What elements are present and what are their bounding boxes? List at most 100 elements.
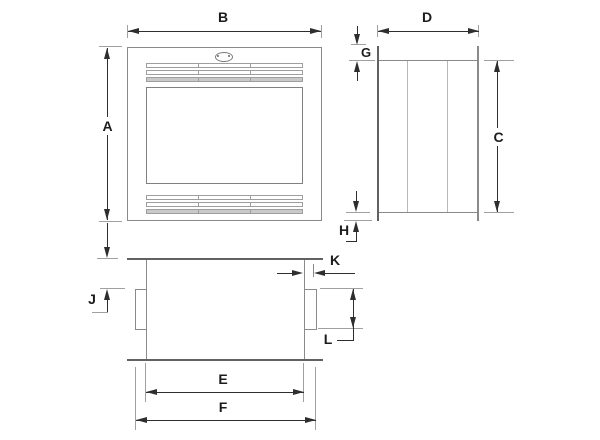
side-panel-line <box>407 61 408 212</box>
dim-j-tick-lower <box>100 288 125 289</box>
control-ellipse <box>215 52 233 62</box>
dim-label-F: F <box>218 399 228 415</box>
dim-label-L: L <box>323 331 333 347</box>
dim-e-arrow-right <box>293 389 304 395</box>
dim-label-H: H <box>338 222 350 238</box>
louver-divider <box>198 78 199 81</box>
dim-g-shaft-top <box>357 26 358 35</box>
dim-k-tick <box>313 264 314 277</box>
dim-c-arrow-up <box>494 61 500 72</box>
dim-j-shaft-top <box>107 223 108 248</box>
dim-a-tick-bottom <box>99 221 122 222</box>
dim-b-tick-left <box>127 25 128 38</box>
dim-b-line <box>128 31 321 32</box>
dim-g-tick-upper <box>351 44 366 45</box>
dim-j-leader <box>92 312 108 313</box>
dim-k-line-left <box>277 273 293 274</box>
dim-b-arrow-right <box>310 28 321 34</box>
side-flange-right <box>477 46 479 221</box>
dim-h-arrow-up <box>353 221 359 232</box>
dim-h-shaft-top <box>356 191 357 202</box>
louver-divider <box>250 203 251 206</box>
dim-label-D: D <box>421 9 433 25</box>
louver-divider <box>198 210 199 213</box>
dim-a-tick-top <box>99 46 122 47</box>
dim-label-J: J <box>88 291 96 307</box>
dim-j-tick-upper <box>97 258 118 259</box>
dim-g-arrow-up <box>354 61 360 72</box>
louver-divider <box>250 210 251 213</box>
louver-divider <box>250 196 251 199</box>
louver-divider <box>198 196 199 199</box>
dim-e-arrow-left <box>146 389 157 395</box>
dim-h-tick-upper <box>346 212 370 213</box>
dim-f-ext-right <box>315 367 316 430</box>
side-panel-line <box>447 61 448 212</box>
louver-divider <box>250 78 251 81</box>
side-flange-left <box>377 46 379 221</box>
dim-h-leader <box>346 241 357 242</box>
dim-b-tick-right <box>321 25 322 38</box>
dim-l-line <box>353 289 354 341</box>
louver-row <box>146 63 303 68</box>
dim-h-tick-lower <box>344 220 372 221</box>
dim-g-arrow-down <box>354 34 360 45</box>
dim-f-ext-left <box>135 367 136 430</box>
dim-k-line-right <box>325 273 355 274</box>
dim-l-ext-top <box>320 288 363 289</box>
louver-row <box>146 209 303 214</box>
top-flange-rear <box>127 359 323 361</box>
dim-h-arrow-down <box>353 201 359 212</box>
louver-divider <box>198 71 199 74</box>
ellipse-dot-left <box>217 55 219 57</box>
dim-d-line <box>378 31 479 32</box>
dim-l-ext-bottom <box>318 328 363 329</box>
louver-row <box>146 202 303 207</box>
dim-j-arrow-down <box>104 247 110 258</box>
dim-j-shaft-bottom <box>107 300 108 312</box>
top-flange-front <box>127 258 323 260</box>
dim-f-line <box>136 420 316 421</box>
dim-k-arrow-right <box>292 270 303 276</box>
dim-e-ext-right <box>303 363 304 402</box>
dim-l-leader <box>337 340 354 341</box>
side-tab-left <box>135 289 147 330</box>
front-outline <box>127 47 322 221</box>
dim-label-B: B <box>217 9 229 25</box>
dim-f-arrow-left <box>136 417 147 423</box>
dim-c-tick-top <box>484 60 514 61</box>
side-tab-right <box>304 289 317 330</box>
glass-panel-outline <box>146 87 303 184</box>
dim-j-arrow-up <box>104 289 110 300</box>
dim-a-arrow-down <box>104 209 110 220</box>
louver-divider <box>198 203 199 206</box>
dim-d-arrow-left <box>378 28 389 34</box>
side-body-bottom <box>379 212 477 213</box>
dim-b-arrow-left <box>128 28 139 34</box>
louver-row <box>146 77 303 82</box>
dim-g-shaft-bottom <box>357 72 358 81</box>
dim-label-A: A <box>98 117 117 135</box>
dim-h-shaft-bottom <box>356 232 357 242</box>
dim-g-tick-lower <box>349 60 375 61</box>
louver-row <box>146 195 303 200</box>
ellipse-dot-right <box>228 55 230 57</box>
dim-label-E: E <box>218 371 228 387</box>
dim-e-line <box>146 392 304 393</box>
side-body-top <box>379 60 477 61</box>
dim-f-arrow-right <box>305 417 316 423</box>
dim-l-arrow-down <box>350 317 356 328</box>
louver-divider <box>250 71 251 74</box>
dim-d-arrow-right <box>468 28 479 34</box>
dim-label-C: C <box>489 128 508 146</box>
dim-c-arrow-down <box>494 201 500 212</box>
dim-c-tick-bottom <box>484 212 514 213</box>
dim-label-G: G <box>360 45 372 60</box>
dim-a-arrow-up <box>104 48 110 59</box>
louver-divider <box>198 64 199 67</box>
dim-label-K: K <box>329 252 341 268</box>
dim-l-arrow-up <box>350 289 356 300</box>
louver-row <box>146 70 303 75</box>
dim-e-ext-left <box>145 363 146 402</box>
